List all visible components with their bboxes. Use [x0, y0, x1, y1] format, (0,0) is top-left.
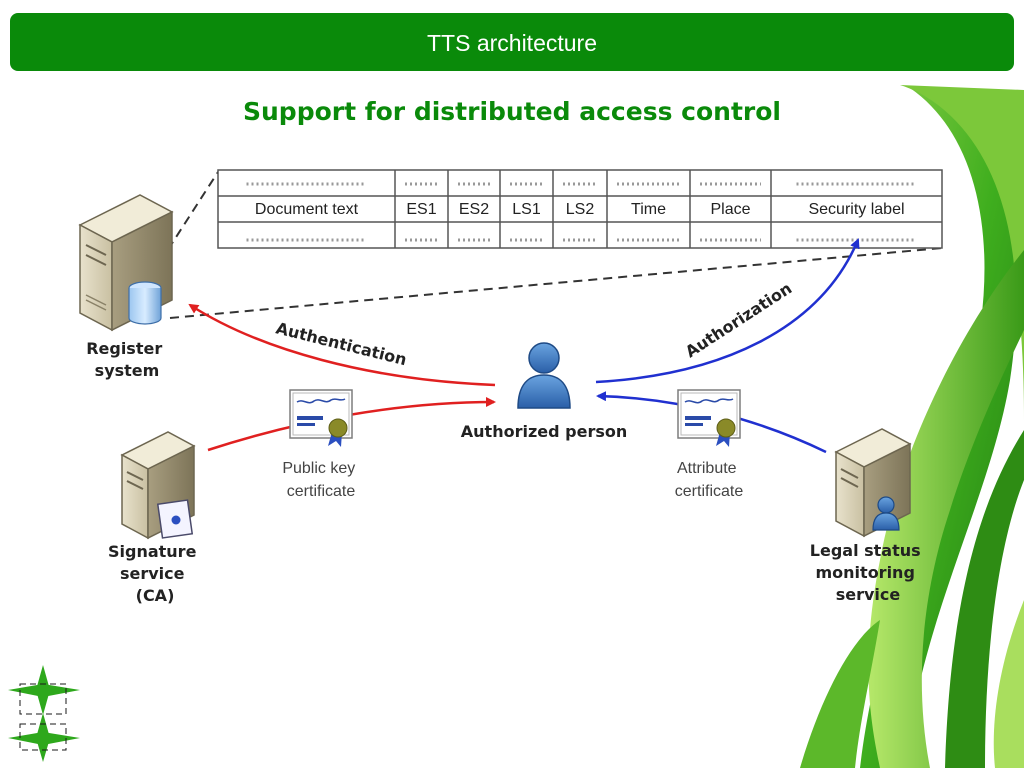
attribute-certificate-label-line-2: certificate: [675, 483, 744, 500]
signature-service-server-icon: [120, 431, 196, 540]
register-system-server-icon: [78, 194, 174, 332]
signature-service-label-line-2: service: [120, 564, 185, 583]
signature-service-label-line-3: (CA): [136, 586, 175, 605]
header-title: TTS architecture: [427, 30, 597, 56]
authentication-label: Authentication: [274, 318, 409, 369]
attribute-certificate-label-line-1: Attribute: [677, 460, 737, 477]
table-column-header: Document text: [255, 201, 359, 218]
public-key-certificate-label-line-1: Public key: [282, 460, 355, 477]
leaf-decoration: [800, 85, 1024, 768]
authorization-label: Authorization: [682, 279, 795, 362]
table-column-header: ES1: [406, 201, 436, 218]
register-system-label-line-1: Register: [86, 339, 162, 358]
signature-service-label-line-1: Signature: [108, 542, 197, 561]
legal-status-label-line-2: monitoring: [816, 563, 915, 582]
register-system-label-line-2: system: [95, 361, 160, 380]
legal-status-service-label: Legal status monitoring service: [810, 541, 926, 604]
table-column-header: ES2: [459, 201, 489, 218]
table-column-header: LS1: [512, 201, 541, 218]
public-key-certificate-icon: [289, 389, 353, 447]
table-column-header: Security label: [808, 201, 904, 218]
public-key-certificate-label-line-2: certificate: [287, 483, 356, 500]
person-icon: [517, 342, 571, 409]
signature-service-label: Signature service (CA): [108, 542, 202, 605]
slide-subtitle: Support for distributed access control: [243, 97, 781, 126]
public-key-certificate-label: Public key certificate: [282, 460, 359, 500]
authentication-arrow: [188, 303, 496, 387]
header-bar: [10, 13, 1014, 71]
logo: [8, 665, 80, 762]
authorized-person-label: Authorized person: [461, 422, 627, 441]
legal-status-label-line-1: Legal status: [810, 541, 921, 560]
legal-status-label-line-3: service: [836, 585, 901, 604]
zoom-line-bottom: [169, 247, 943, 319]
legal-status-server-icon: [834, 428, 912, 538]
register-system-label: Register system: [86, 339, 168, 380]
attribute-certificate-icon: [677, 389, 741, 447]
authorization-arrow: [595, 238, 860, 384]
table-column-header: LS2: [566, 201, 595, 218]
record-table: Document text ES1 ES2 LS1 LS2 Time Place Securi…: [217, 169, 943, 249]
attribute-certificate-label: Attribute certificate: [675, 460, 744, 500]
table-column-header: Time: [631, 201, 666, 218]
table-column-header: Place: [710, 201, 750, 218]
